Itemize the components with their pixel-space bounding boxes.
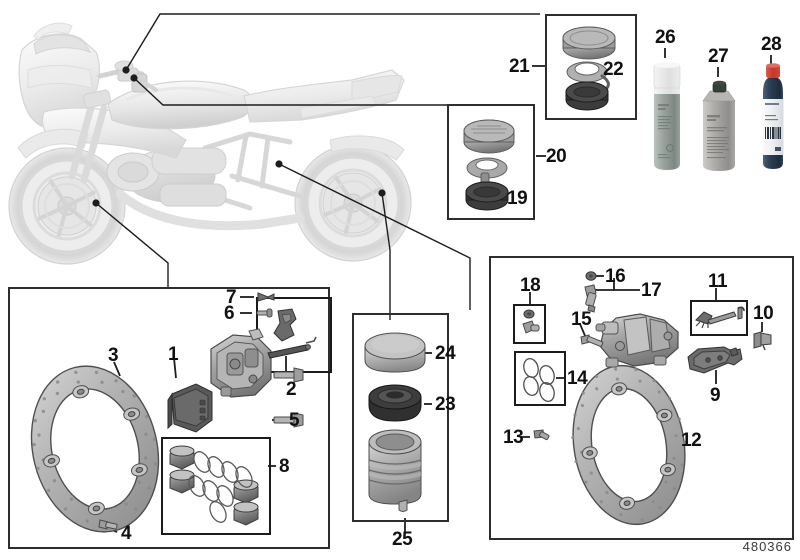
- seal-rings: [188, 451, 253, 523]
- front-fork: [68, 100, 108, 184]
- front-brake-caliper: [203, 325, 283, 415]
- callout-11: 11: [708, 271, 728, 292]
- piston-seal-23: [366, 383, 424, 425]
- panel-piston-kit: [161, 437, 271, 535]
- reservoir-cap: [562, 26, 616, 60]
- callout-18: 18: [520, 275, 541, 296]
- rear-wheel: [294, 144, 412, 262]
- front-wheel: [8, 147, 126, 265]
- retaining-spring-kit-contents: [262, 303, 328, 369]
- split-pin-7: [256, 290, 276, 304]
- sealing-ring-16: [584, 270, 598, 282]
- callout-19: 19: [507, 188, 528, 209]
- callout-27: 27: [708, 46, 729, 67]
- pistons: [169, 445, 259, 526]
- callout-15: 15: [571, 309, 592, 330]
- callout-16: 16: [605, 266, 626, 287]
- panel-cap-kit-front: [545, 14, 637, 120]
- callout-10: 10: [753, 303, 774, 324]
- reservoir-seal-rear: [465, 181, 509, 211]
- reservoir-cap-rear: [463, 119, 515, 154]
- piston-repair-kit-contents: [166, 442, 266, 530]
- callout-21: 21: [509, 56, 530, 77]
- rear-seal-ring-kit-contents: [519, 356, 561, 402]
- callout-9: 9: [710, 385, 721, 406]
- callout-5: 5: [289, 410, 300, 431]
- panel-banjo-kit: [513, 304, 546, 344]
- disc-bolt-4: [96, 518, 120, 538]
- diaphragm-ring-rear: [466, 157, 508, 185]
- banjo-bolt-17: [580, 284, 602, 314]
- callout-4: 4: [121, 523, 132, 544]
- pad-retaining-pin-6: [254, 306, 274, 320]
- rear-reservoir-cap-assembly: [453, 110, 529, 214]
- pad-retaining-spring-10: [751, 330, 775, 352]
- panel-reservoir: [352, 313, 449, 522]
- callout-8: 8: [279, 456, 290, 477]
- caliper-bolt-lower-5: [272, 411, 306, 429]
- front-reservoir-cap-assembly: [552, 20, 630, 116]
- callout-7: 7: [226, 287, 237, 308]
- callout-1: 1: [168, 344, 179, 365]
- rear-disc-bolt-13: [531, 428, 555, 448]
- callout-3: 3: [108, 345, 119, 366]
- callout-25: 25: [392, 529, 413, 550]
- callout-28: 28: [761, 34, 782, 55]
- diagram-number: 480366: [742, 539, 792, 554]
- front-fender: [17, 128, 89, 159]
- caliper-bolt-upper: [272, 366, 306, 384]
- callout-23: 23: [435, 394, 456, 415]
- aerosol-can-26: [650, 60, 684, 172]
- front-brake-disc: [20, 362, 170, 537]
- rear-brake-caliper: [594, 308, 686, 376]
- reservoir-seal: [565, 81, 609, 111]
- tin-can-27: [700, 79, 738, 173]
- callout-20: 20: [546, 146, 567, 167]
- bleeder-screw-15: [578, 333, 608, 355]
- panel-cap-kit-rear: [447, 104, 535, 220]
- rear-brake-pads-9: [684, 343, 746, 379]
- panel-rear-brake: [489, 256, 794, 540]
- panel-seal-kit: [514, 351, 566, 406]
- fluid-reservoir-25: [365, 428, 427, 514]
- panel-fitting-kit: [690, 300, 748, 336]
- fluid-bottle-28: [757, 63, 789, 173]
- callout-6: 6: [224, 303, 235, 324]
- callout-26: 26: [655, 27, 676, 48]
- reservoir-cover-24: [362, 330, 428, 376]
- callout-13: 13: [503, 427, 524, 448]
- rear-fitting-kit-contents: [694, 304, 746, 332]
- rear-disc-mount-bosses: [581, 382, 676, 510]
- callout-12: 12: [681, 430, 702, 451]
- hollow-screw-kit-contents: [518, 308, 542, 340]
- callout-22: 22: [603, 59, 624, 80]
- panel-front-brake: [8, 287, 330, 549]
- rear-brake-disc: [565, 360, 693, 530]
- front-brake-pads: [166, 380, 220, 442]
- engine: [106, 147, 227, 207]
- motorcycle-illustration: [0, 8, 450, 273]
- callout-14: 14: [567, 368, 588, 389]
- callout-2: 2: [286, 379, 297, 400]
- diaphragm-ring: [566, 61, 610, 90]
- callout-17: 17: [641, 280, 662, 301]
- callout-24: 24: [435, 343, 456, 364]
- disc-mount-bosses: [43, 385, 148, 516]
